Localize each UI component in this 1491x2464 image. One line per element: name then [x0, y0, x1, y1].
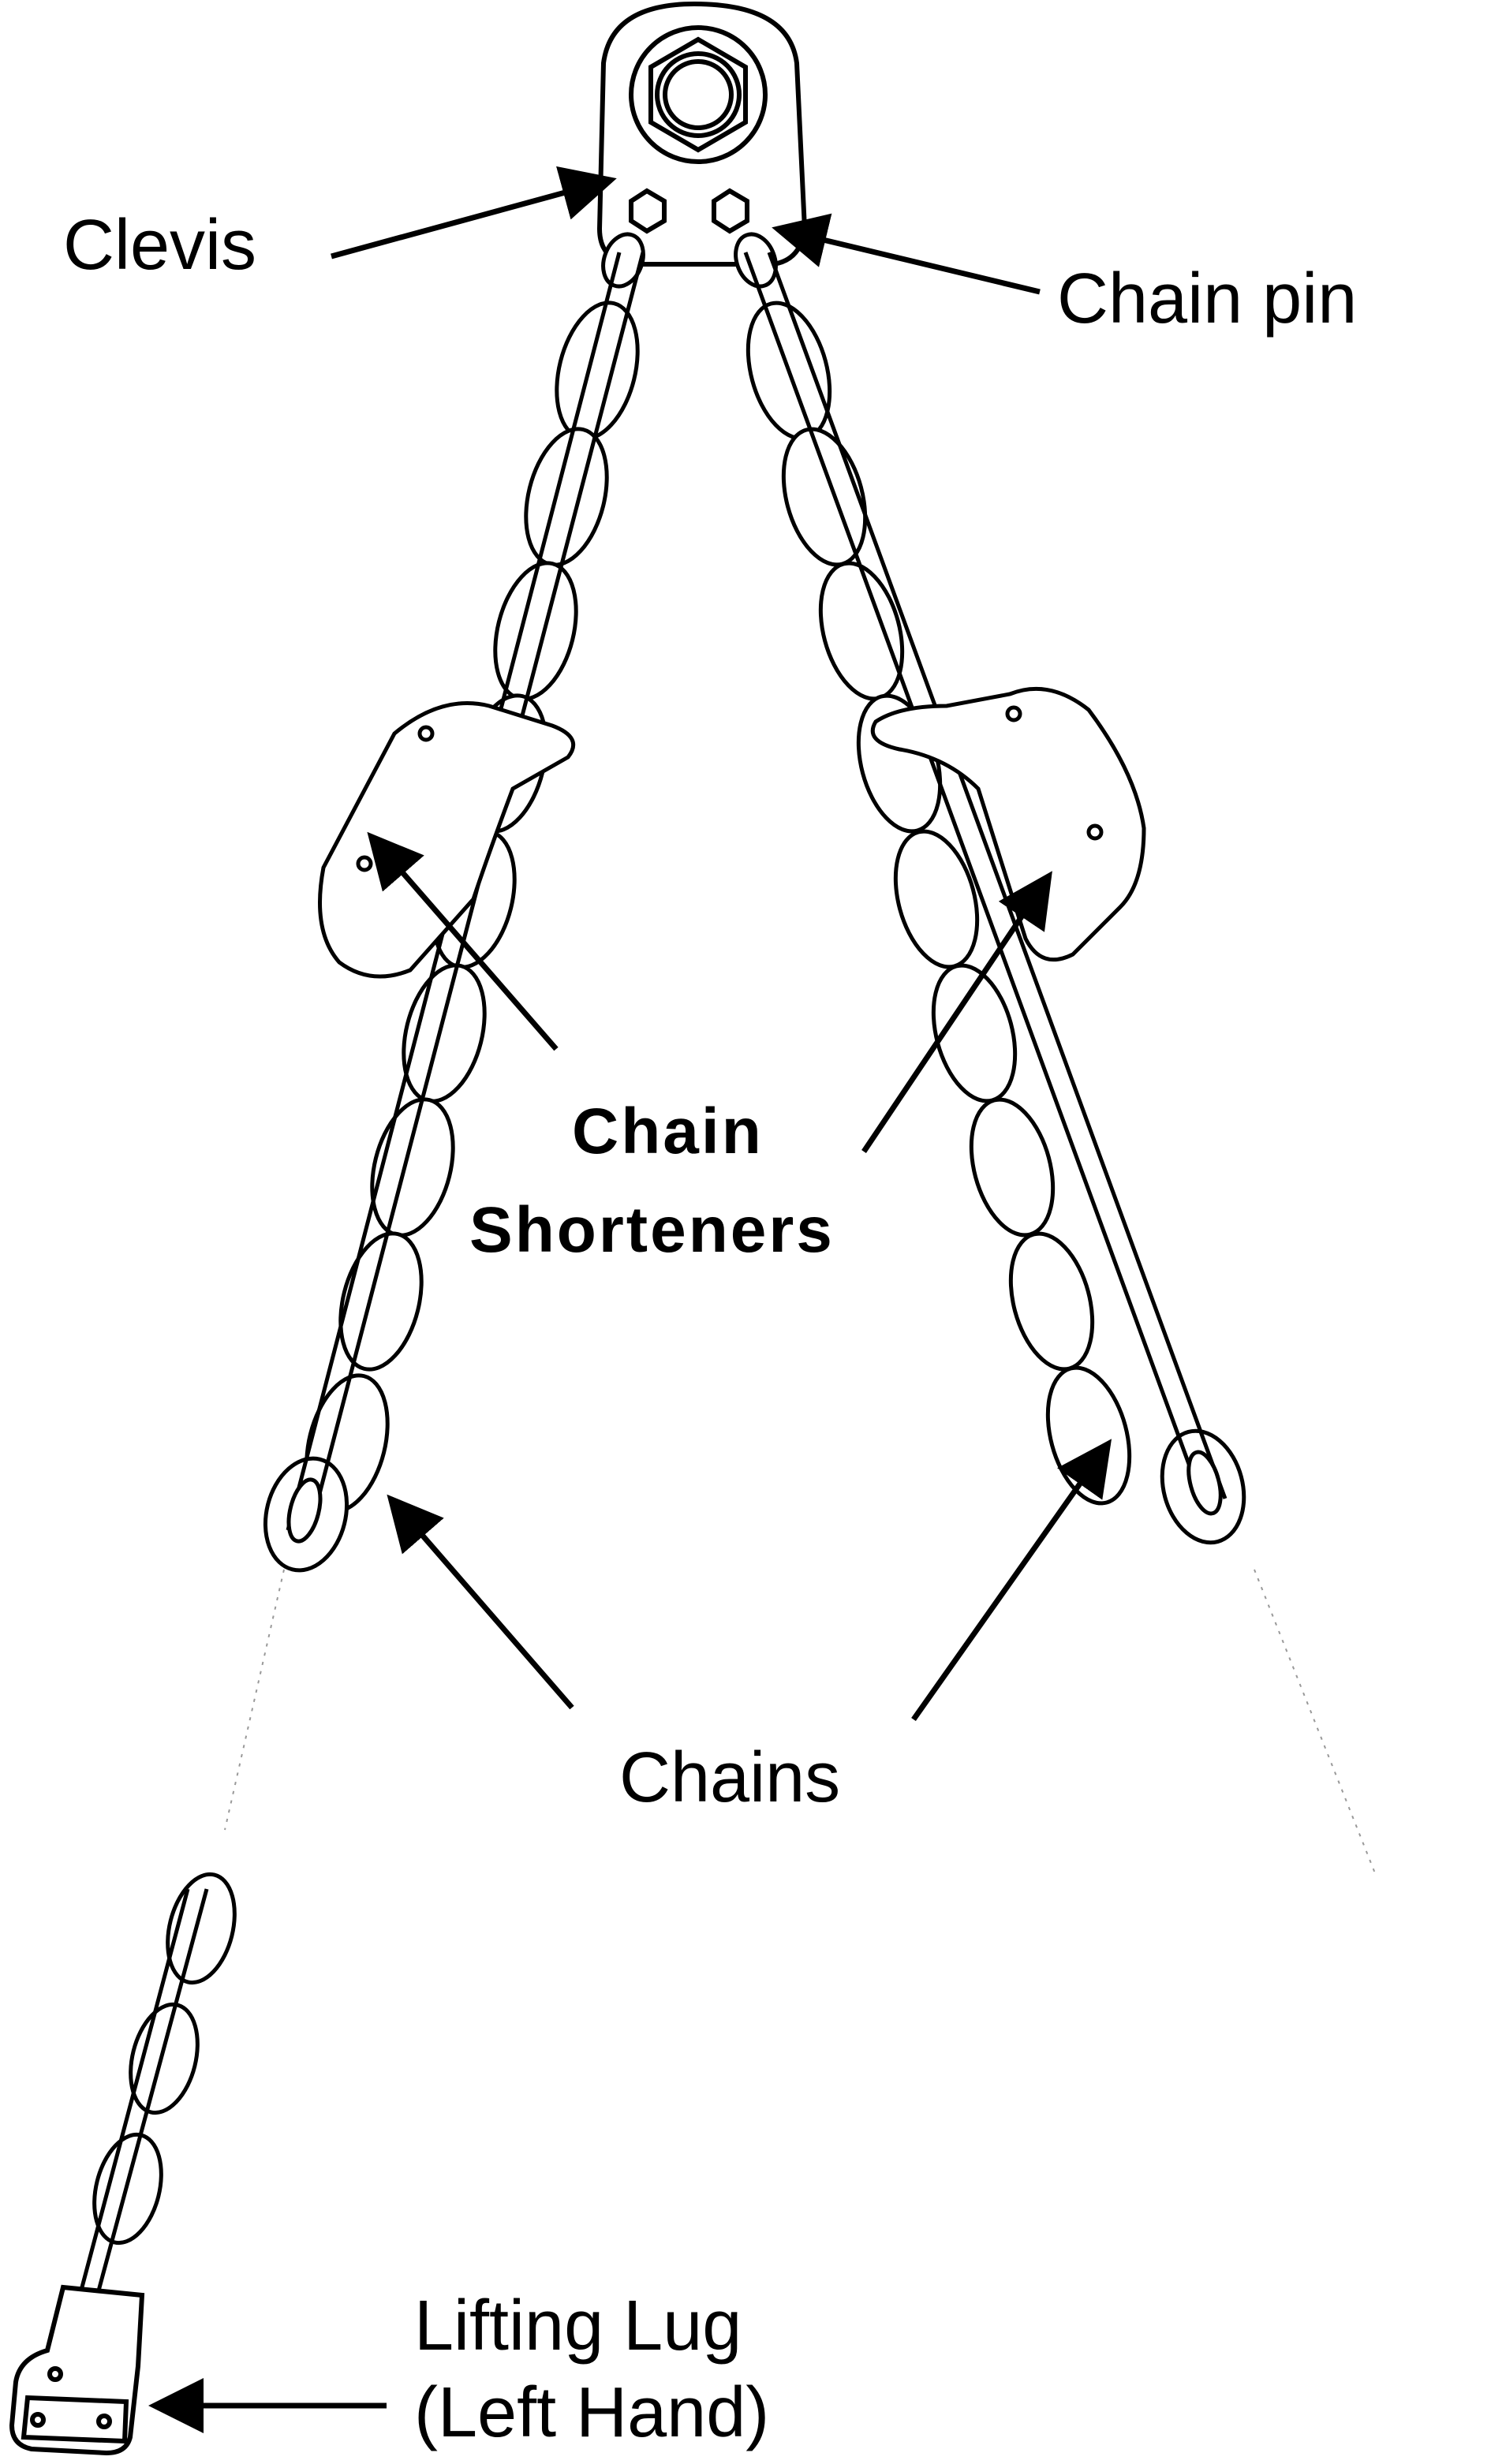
left-chain — [263, 232, 645, 1573]
clevis — [596, 1, 808, 267]
lower-chain — [67, 1872, 237, 2335]
left-shortener-arrow — [367, 831, 559, 1051]
chain-continuation-lines — [224, 1569, 1377, 1878]
chain-pin — [629, 188, 749, 234]
clevis-arrow — [331, 166, 617, 259]
clevis-label: Clevis — [63, 206, 257, 285]
right-chain-arrow — [911, 1439, 1112, 1722]
right-shortener-arrow — [861, 871, 1052, 1153]
lifting-lug-label-line1: Lifting Lug — [414, 2287, 742, 2365]
chain-shorteners-label-line1: Chain — [572, 1096, 764, 1167]
lifting-lug-label-line2: (Left Hand) — [414, 2373, 770, 2452]
chain-pin-label: Chain pin — [1057, 259, 1358, 338]
left-chain-arrow — [387, 1494, 574, 1710]
lifting-lug — [9, 2284, 145, 2456]
right-chain — [734, 232, 1246, 1545]
right-chain-shortener — [870, 686, 1146, 962]
chain-pin-arrow — [772, 213, 1041, 295]
chain-shorteners-label-line2: Shorteners — [469, 1194, 835, 1266]
arrows — [148, 166, 1112, 2433]
chains-label: Chains — [619, 1738, 841, 1817]
